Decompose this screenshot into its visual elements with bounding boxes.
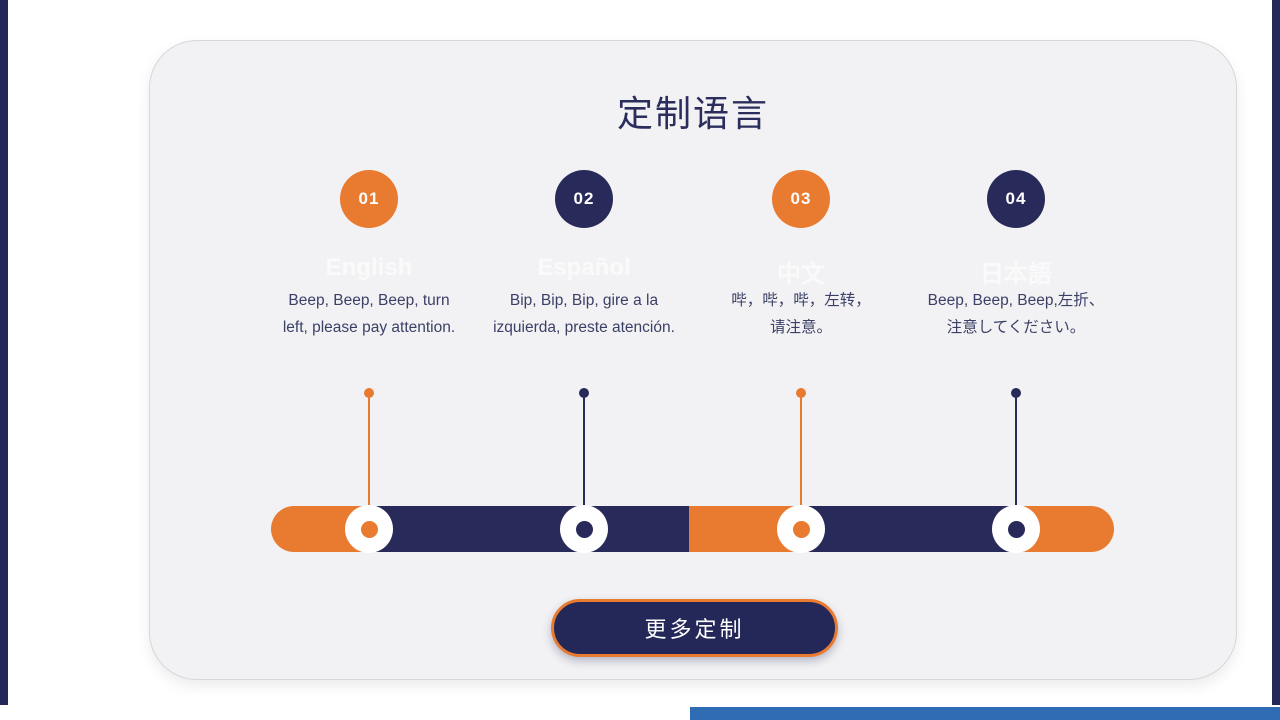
step-chinese: 03 中文 哔，哔，哔，左转， 请注意。 (693, 41, 909, 381)
bottom-section-strip (690, 707, 1280, 720)
desc-line: 请注意。 (769, 319, 832, 336)
timeline-marker-dot (360, 520, 378, 538)
timeline-stem (1015, 393, 1017, 529)
right-edge-bar (1272, 0, 1280, 705)
timeline-marker-dot (1007, 520, 1025, 538)
step-number-badge: 04 (987, 170, 1045, 228)
desc-line: Bip, Bip, Bip, gire a la (509, 292, 659, 309)
step-number-badge: 03 (772, 170, 830, 228)
desc-line: 哔，哔，哔，左转， (731, 292, 871, 309)
desc-line: Beep, Beep, Beep, turn (288, 292, 450, 309)
timeline-marker-dot (792, 520, 810, 538)
step-number-badge: 01 (340, 170, 398, 228)
timeline-stem (800, 393, 802, 529)
timeline-bar (271, 506, 1114, 552)
step-language-label: 中文 (777, 261, 825, 288)
timeline-stem (368, 393, 370, 529)
step-description: Beep, Beep, Beep, turn left, please pay … (249, 287, 489, 341)
timeline-marker (777, 505, 825, 553)
page-title: 定制语言 (616, 93, 769, 134)
step-japanese: 04 日本語 Beep, Beep, Beep,左折、 注意してください。 (908, 41, 1124, 381)
step-english: 01 English Beep, Beep, Beep, turn left, … (261, 41, 477, 381)
desc-line: 注意してください。 (946, 319, 1086, 336)
step-language-label: 日本語 (980, 261, 1052, 288)
step-description: Beep, Beep, Beep,左折、 注意してください。 (896, 287, 1136, 341)
more-customization-button[interactable]: 更多定制 (551, 599, 838, 657)
step-spanish: 02 Español Bip, Bip, Bip, gire a la izqu… (476, 41, 692, 381)
left-edge-bar (0, 0, 8, 705)
step-number-badge: 02 (555, 170, 613, 228)
timeline-navy-segment (809, 506, 1021, 552)
desc-line: left, please pay attention. (282, 319, 456, 336)
timeline-marker (992, 505, 1040, 553)
desc-line: Beep, Beep, Beep,左折、 (927, 292, 1105, 309)
desc-line: izquierda, preste atención. (493, 319, 675, 336)
step-language-label: Español (537, 254, 631, 281)
timeline-stem (583, 393, 585, 529)
timeline-marker-dot (575, 520, 593, 538)
timeline-marker (345, 505, 393, 553)
customize-language-card: 定制语言 01 English Beep, Beep, Beep, turn l… (149, 40, 1237, 680)
step-description: 哔，哔，哔，左转， 请注意。 (681, 287, 921, 341)
timeline-navy-segment (376, 506, 689, 552)
step-language-label: English (325, 254, 413, 281)
step-description: Bip, Bip, Bip, gire a la izquierda, pres… (464, 287, 704, 341)
timeline-marker (560, 505, 608, 553)
